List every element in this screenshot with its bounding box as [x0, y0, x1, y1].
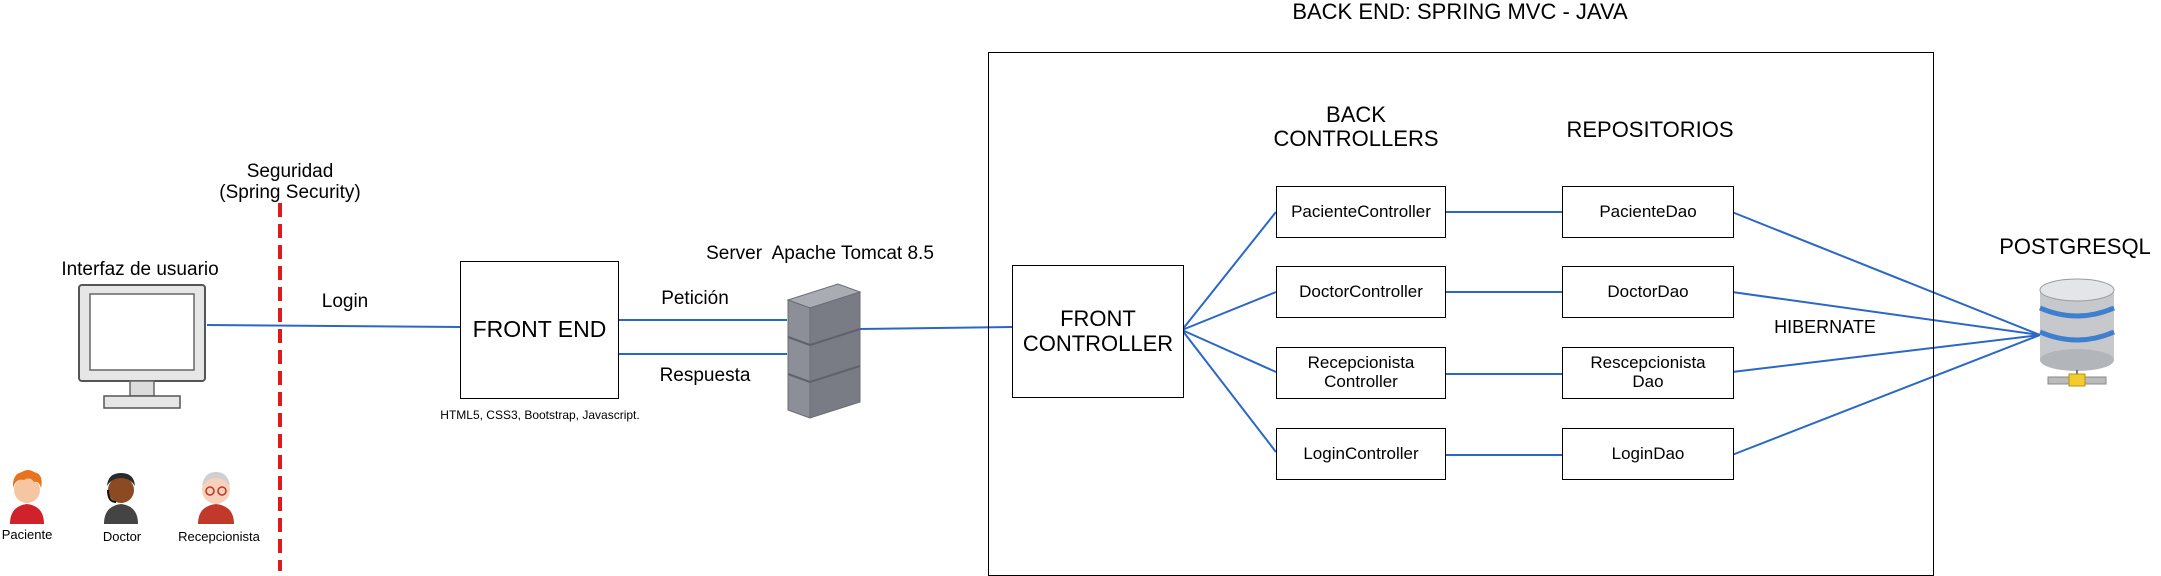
repositorios-title: REPOSITORIOS	[1566, 117, 1734, 142]
peticion-label: Petición	[661, 288, 729, 309]
fc-to-doctor-line	[1181, 291, 1277, 331]
database-icon	[2039, 278, 2115, 387]
user-label-doctor: Doctor	[102, 529, 142, 544]
dao-box-paciente: PacienteDao	[1562, 186, 1734, 238]
tomcat-frontcontroller-line	[859, 326, 1013, 330]
frontend-tech-label: HTML5, CSS3, Bootstrap, Javascript.	[440, 408, 640, 422]
server-icon	[786, 283, 862, 419]
monitor-icon	[78, 284, 206, 409]
fc-to-login-line	[1181, 329, 1277, 453]
controller-box-paciente: PacienteController	[1276, 186, 1446, 238]
doctor-avatar-icon	[104, 473, 138, 524]
dao-box-login: LoginDao	[1562, 428, 1734, 480]
user-label-paciente: Paciente	[1, 527, 53, 542]
login-label: Login	[321, 291, 369, 312]
doctordao-db-line	[1731, 291, 2041, 336]
fc-to-recep-line	[1181, 329, 1277, 373]
fc-to-paciente-line	[1181, 211, 1277, 331]
dao-box-recepcionista: Rescepcionista Dao	[1562, 347, 1734, 399]
back-controllers-title: BACK CONTROLLERS	[1273, 102, 1439, 152]
respuesta-label: Respuesta	[659, 365, 751, 386]
recepcionista-avatar-icon	[198, 472, 234, 524]
hibernate-label: HIBERNATE	[1774, 317, 1876, 337]
server-label: Server Apache Tomcat 8.5	[706, 243, 934, 264]
paciente-avatar-icon	[10, 470, 44, 524]
recepdao-db-line	[1731, 334, 2041, 373]
backend-title: BACK END: SPRING MVC - JAVA	[1292, 0, 1628, 24]
controller-box-login: LoginController	[1276, 428, 1446, 480]
postgresql-title: POSTGRESQL	[1999, 234, 2151, 259]
user-label-recepcionista: Recepcionista	[178, 529, 260, 544]
login-line	[206, 324, 461, 328]
controller-box-doctor: DoctorController	[1276, 266, 1446, 318]
controller-box-recepcionista: Recepcionista Controller	[1276, 347, 1446, 399]
front-controller-box: FRONT CONTROLLER	[1012, 265, 1184, 398]
pacientedao-db-line	[1731, 211, 2041, 336]
dao-box-doctor: DoctorDao	[1562, 266, 1734, 318]
logindao-db-line	[1731, 334, 2041, 456]
interfaz-label: Interfaz de usuario	[61, 259, 219, 280]
security-label: Seguridad (Spring Security)	[219, 161, 361, 203]
front-end-box: FRONT END	[460, 261, 619, 399]
